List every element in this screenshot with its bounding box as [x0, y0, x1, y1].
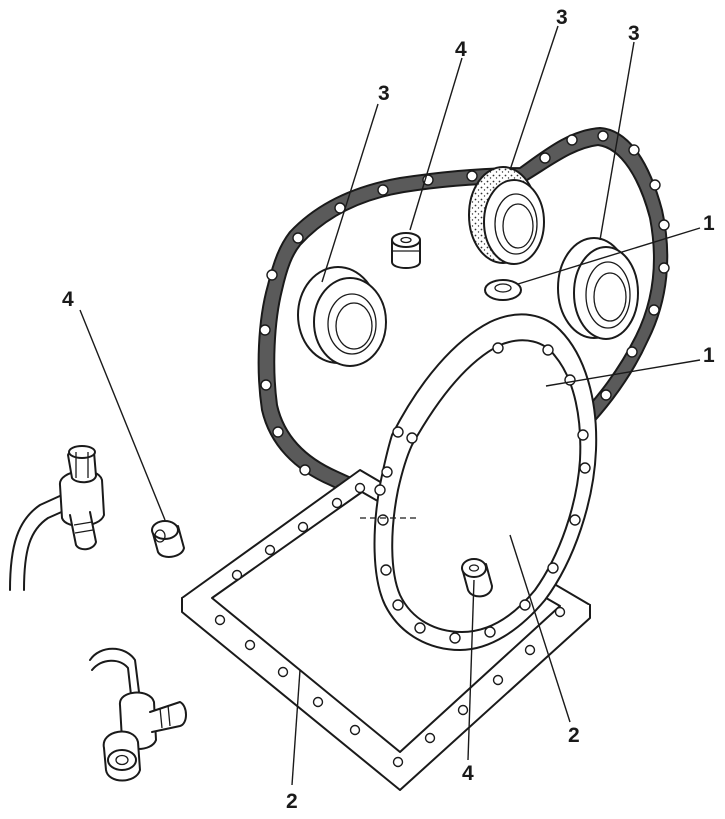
rear-gasket-bolt-holes [259, 130, 670, 496]
breather-fitting-upper [9, 445, 105, 591]
grommet-left [151, 520, 185, 558]
callout-4-left: 4 [62, 288, 74, 311]
callout-1-upper: 1 [703, 212, 715, 235]
callout-4-bottom: 4 [462, 762, 474, 785]
leader-lines [79, 25, 701, 786]
callout-3-left: 3 [378, 82, 390, 105]
washer-upper [484, 279, 522, 301]
seal-left [297, 266, 387, 367]
callout-4-top: 4 [455, 38, 467, 61]
callout-1-lower: 1 [703, 344, 715, 367]
callout-2-bottom: 2 [286, 790, 298, 813]
grommet-top [391, 232, 421, 269]
callout-3-middle: 3 [556, 6, 568, 29]
seal-right [557, 237, 639, 340]
callout-3-right: 3 [628, 22, 640, 45]
pan-gasket-bolt-holes [214, 482, 566, 768]
callout-labels: 1 1 2 2 3 3 3 4 4 4 [62, 6, 715, 813]
seal-middle [468, 166, 545, 265]
front-cover-gasket [360, 313, 598, 651]
callout-2-right: 2 [568, 724, 580, 747]
breather-fitting-lower [89, 647, 187, 782]
grommet-bottom [461, 558, 493, 598]
